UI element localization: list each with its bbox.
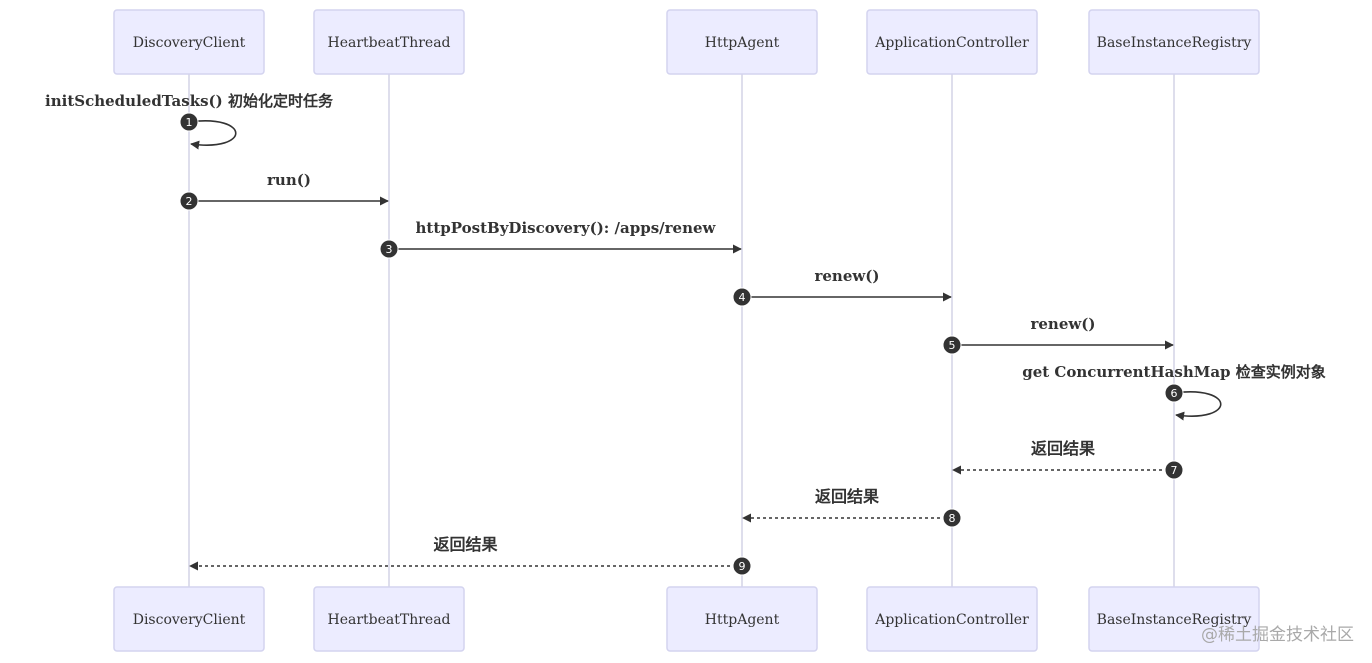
participant-box [313, 586, 465, 652]
message-label: renew() [814, 267, 879, 285]
message-label: 返回结果 [1031, 439, 1095, 458]
participant-box [1088, 586, 1260, 652]
self-message-loop [188, 120, 237, 150]
badge-circle [179, 191, 199, 211]
sequence-number-badge: 2 [179, 191, 199, 211]
badge-circle [1164, 383, 1184, 403]
badge-number: 9 [739, 560, 746, 573]
message-9: 返回结果 9 [189, 535, 752, 576]
participant-box [1088, 9, 1260, 75]
participant-base-instance-registry-bottom: BaseInstanceRegistry [1088, 586, 1260, 652]
badge-number: 4 [739, 291, 746, 304]
sequence-number-badge: 8 [942, 508, 962, 528]
participant-box [113, 586, 265, 652]
participant-label: DiscoveryClient [133, 35, 246, 51]
message-7: 返回结果 7 [952, 439, 1184, 480]
message-3: httpPostByDiscovery(): /apps/renew 3 [379, 219, 742, 259]
badge-circle [732, 287, 752, 307]
messages: initScheduledTasks() 初始化定时任务 1 run() 2 httpP… [45, 92, 1326, 576]
participant-http-agent-top: HttpAgent [666, 9, 818, 75]
message-1: initScheduledTasks() 初始化定时任务 1 [45, 92, 334, 150]
message-label: get ConcurrentHashMap 检查实例对象 [1022, 363, 1326, 381]
participant-boxes-bottom: DiscoveryClient HeartbeatThread HttpAgent A… [113, 586, 1260, 652]
badge-number: 6 [1171, 387, 1178, 400]
message-8: 返回结果 8 [742, 487, 962, 528]
message-2: run() 2 [179, 171, 389, 211]
badge-circle [942, 508, 962, 528]
sequence-number-badge: 1 [179, 112, 199, 132]
sequence-number-badge: 6 [1164, 383, 1184, 403]
badge-number: 8 [949, 512, 956, 525]
participant-heartbeat-thread-bottom: HeartbeatThread [313, 586, 465, 652]
participant-base-instance-registry-top: BaseInstanceRegistry [1088, 9, 1260, 75]
message-label: renew() [1030, 315, 1095, 333]
message-label: 返回结果 [815, 487, 879, 506]
sequence-number-badge: 3 [379, 239, 399, 259]
badge-number: 1 [186, 116, 193, 129]
message-label: run() [267, 171, 311, 189]
participant-box [313, 9, 465, 75]
message-label: 返回结果 [433, 535, 497, 554]
badge-number: 3 [386, 243, 393, 256]
self-message-loop [1173, 391, 1222, 421]
participant-box [866, 586, 1038, 652]
badge-circle [732, 556, 752, 576]
badge-number: 7 [1171, 464, 1178, 477]
message-label: httpPostByDiscovery(): /apps/renew [416, 219, 717, 237]
participant-label: DiscoveryClient [133, 612, 246, 628]
participant-box [666, 9, 818, 75]
participant-label: HeartbeatThread [327, 612, 450, 628]
message-6: get ConcurrentHashMap 检查实例对象 6 [1022, 363, 1326, 421]
participant-label: ApplicationController [874, 612, 1029, 628]
sequence-number-badge: 5 [942, 335, 962, 355]
message-5: renew() 5 [942, 315, 1174, 355]
participant-box [666, 586, 818, 652]
sequence-number-badge: 7 [1164, 460, 1184, 480]
participant-boxes-top: DiscoveryClient HeartbeatThread HttpAgent A… [113, 9, 1260, 75]
participant-label: BaseInstanceRegistry [1097, 35, 1252, 51]
badge-circle [179, 112, 199, 132]
participant-label: ApplicationController [874, 35, 1029, 51]
participant-http-agent-bottom: HttpAgent [666, 586, 818, 652]
participant-label: HttpAgent [705, 612, 780, 628]
badge-circle [942, 335, 962, 355]
participant-label: HeartbeatThread [327, 35, 450, 51]
badge-number: 5 [949, 339, 956, 352]
sequence-number-badge: 9 [732, 556, 752, 576]
sequence-number-badge: 4 [732, 287, 752, 307]
participant-heartbeat-thread-top: HeartbeatThread [313, 9, 465, 75]
badge-circle [379, 239, 399, 259]
message-label: initScheduledTasks() 初始化定时任务 [45, 92, 334, 110]
lifelines [188, 74, 1175, 587]
badge-circle [1164, 460, 1184, 480]
participant-discovery-client-bottom: DiscoveryClient [113, 586, 265, 652]
participant-box [866, 9, 1038, 75]
message-4: renew() 4 [732, 267, 952, 307]
participant-label: HttpAgent [705, 35, 780, 51]
participant-application-controller-top: ApplicationController [866, 9, 1038, 75]
participant-label: BaseInstanceRegistry [1097, 612, 1252, 628]
watermark: @稀土掘金技术社区 [1201, 625, 1354, 645]
participant-discovery-client-top: DiscoveryClient [113, 9, 265, 75]
badge-number: 2 [186, 195, 193, 208]
participant-box [113, 9, 265, 75]
participant-application-controller-bottom: ApplicationController [866, 586, 1038, 652]
